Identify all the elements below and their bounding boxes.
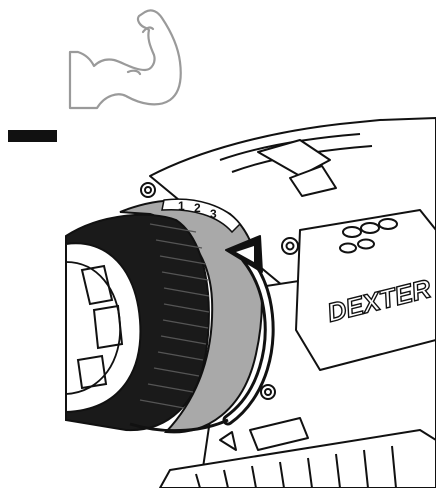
svg-text:1: 1	[178, 199, 185, 213]
svg-text:2: 2	[194, 201, 201, 215]
drill-chuck	[65, 213, 210, 432]
svg-text:3: 3	[210, 207, 217, 221]
minus-bar-icon	[8, 130, 57, 142]
flexed-arm-icon	[68, 9, 182, 110]
clockwise-arrow-icon	[129, 235, 275, 433]
torque-collar: 1 2 3	[119, 198, 263, 434]
